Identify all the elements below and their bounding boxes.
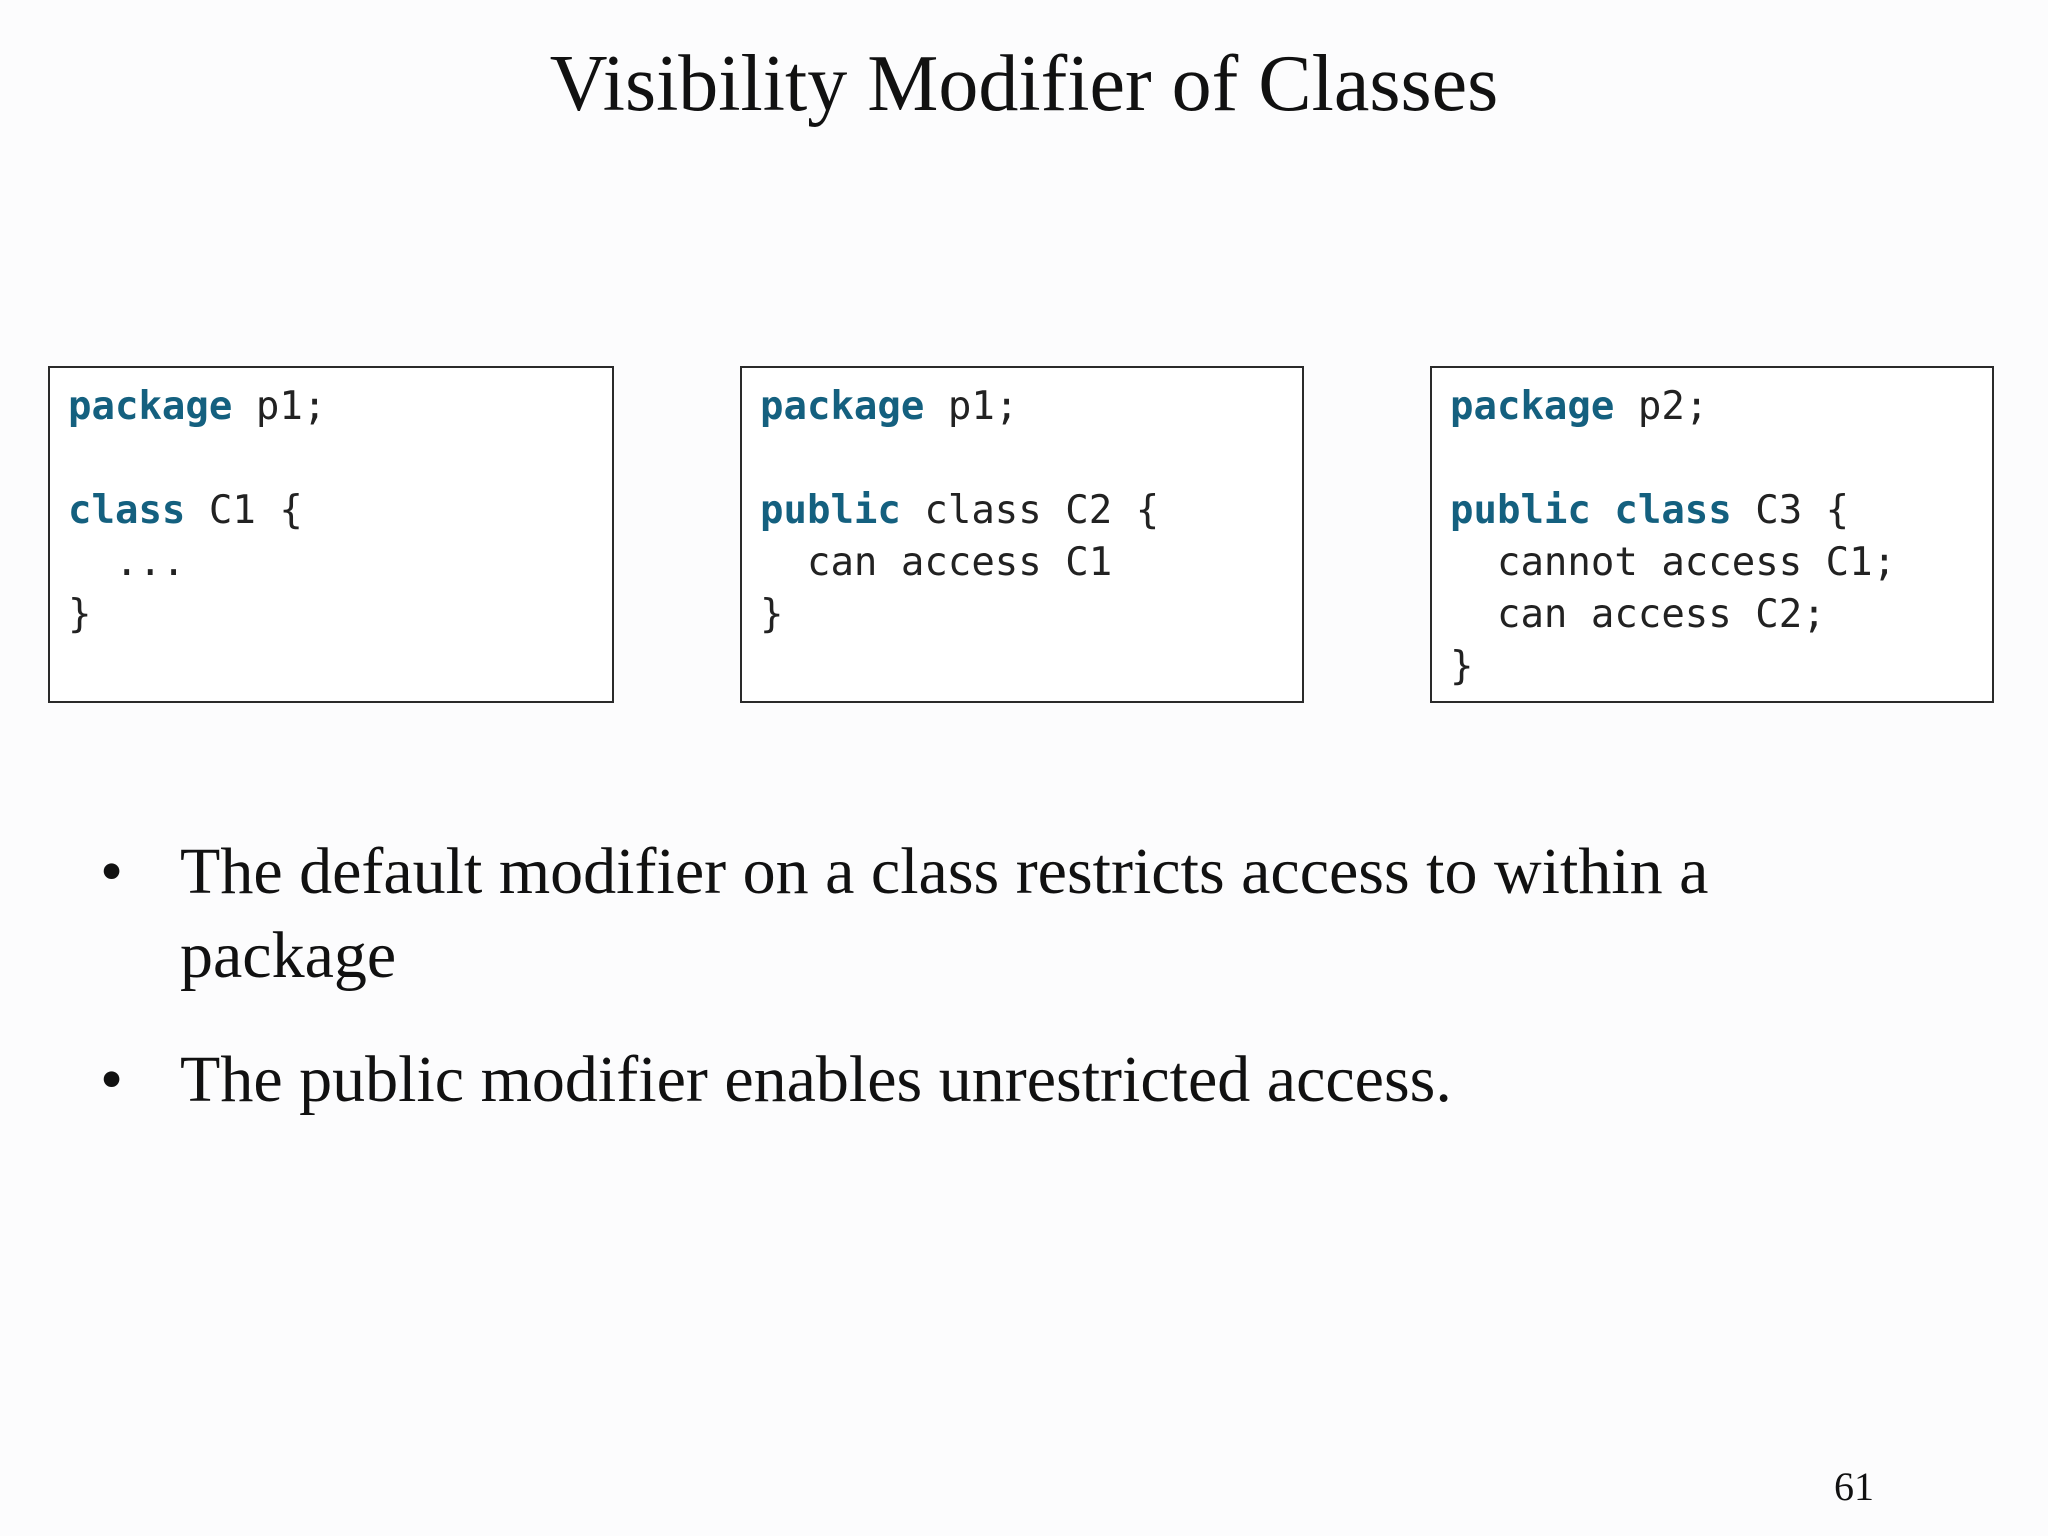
bullet-text: The default modifier on a class restrict… [180, 835, 1709, 992]
code-line: can access C1 [760, 540, 1113, 585]
code-box-c3: package p2; public class C3 { cannot acc… [1430, 366, 1994, 703]
code-line: package p1; [760, 384, 1019, 429]
slide-title: Visibility Modifier of Classes [549, 40, 1499, 128]
code-line: public class C3 { [1450, 488, 1850, 533]
page-number: 61 [1834, 1464, 1874, 1509]
bullet-item: • The default modifier on a class restri… [100, 830, 1800, 998]
code-line: package p2; [1450, 384, 1709, 429]
code-box-c1: package p1; class C1 { ... } [48, 366, 614, 703]
code-line [760, 433, 1302, 485]
code-line: } [1450, 644, 1474, 689]
code-line: cannot access C1; [1450, 540, 1897, 585]
code-line: } [68, 592, 92, 637]
bullet-icon: • [100, 835, 124, 908]
code-line: } [760, 592, 784, 637]
code-box-c2: package p1; public class C2 { can access… [740, 366, 1304, 703]
code-line [68, 433, 612, 485]
code-line [1450, 433, 1992, 485]
code-line: ... [68, 540, 186, 585]
code-line: package p1; [68, 384, 327, 429]
bullet-list: • The default modifier on a class restri… [100, 830, 1800, 1162]
bullet-icon: • [100, 1043, 124, 1116]
code-line: can access C2; [1450, 592, 1826, 637]
bullet-item: • The public modifier enables unrestrict… [100, 1038, 1800, 1122]
bullet-text: The public modifier enables unrestricted… [180, 1043, 1452, 1116]
code-line: public class C2 { [760, 488, 1160, 533]
code-line: class C1 { [68, 488, 303, 533]
